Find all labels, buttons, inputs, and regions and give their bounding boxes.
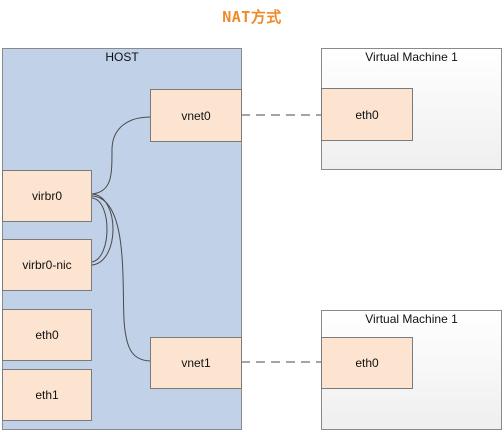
link-virbr0-vnet0 — [91, 116, 151, 195]
node-vnet0[interactable]: vnet0 — [150, 89, 242, 142]
node-virbr0-nic[interactable]: virbr0-nic — [2, 239, 92, 291]
vm-label-bottom: Virtual Machine 1 — [365, 312, 458, 326]
vm-container-bottom: Virtual Machine 1 — [321, 310, 502, 430]
node-vm1-eth0[interactable]: eth0 — [321, 88, 413, 141]
diagram-title: NAT方式 — [222, 8, 282, 26]
node-eth0-host[interactable]: eth0 — [2, 309, 92, 361]
node-virbr0[interactable]: virbr0 — [2, 170, 92, 222]
link-virbr0-nic — [91, 193, 114, 266]
node-vnet1[interactable]: vnet1 — [150, 337, 242, 389]
node-eth1-host[interactable]: eth1 — [2, 369, 92, 421]
link-virbr0-nic-inner — [91, 197, 108, 263]
node-vm2-eth0[interactable]: eth0 — [321, 337, 413, 389]
link-virbr0-vnet1 — [91, 195, 151, 362]
vm-label-top: Virtual Machine 1 — [365, 50, 458, 64]
host-label: HOST — [105, 50, 139, 64]
